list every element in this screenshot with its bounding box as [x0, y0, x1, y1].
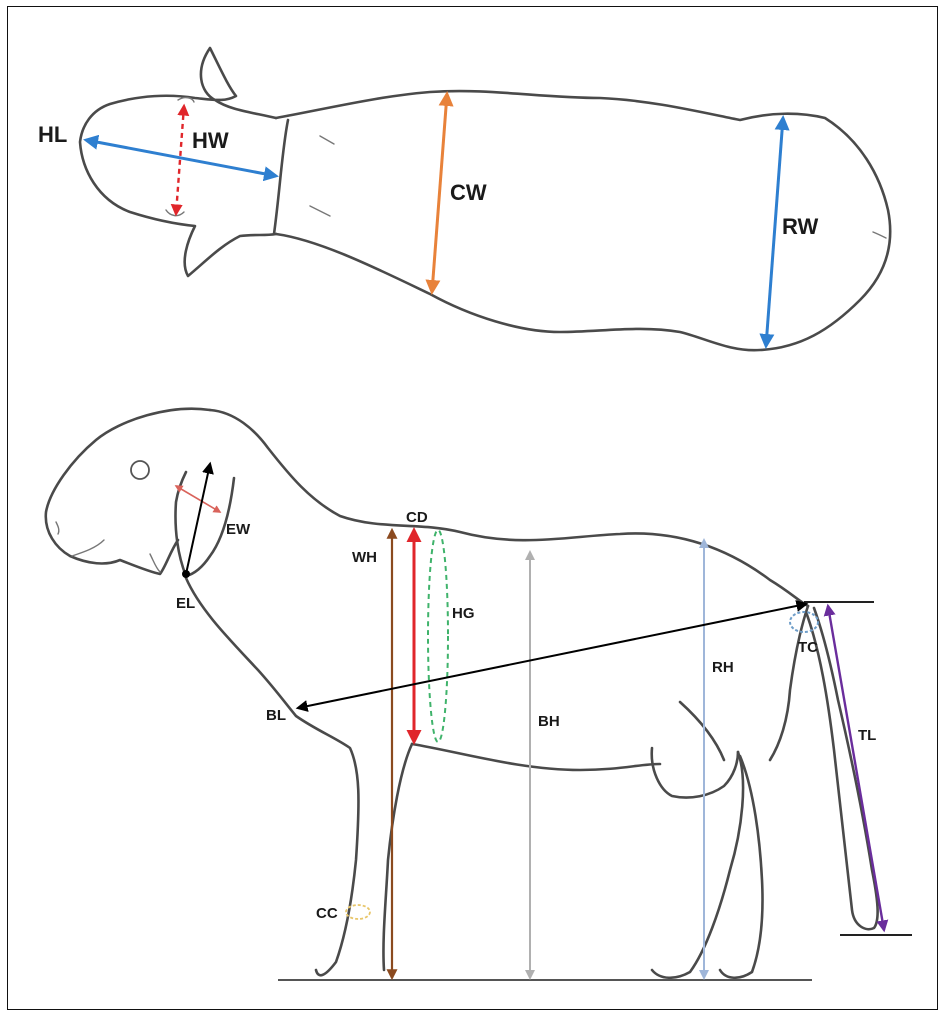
- side-view-mouth: [72, 540, 104, 556]
- label-cc: CC: [316, 905, 338, 922]
- rw-arrow: [766, 118, 783, 346]
- ew-arrow: [176, 486, 220, 512]
- label-rw: RW: [782, 214, 818, 239]
- side-view: EW EL CD WH HG BH RH TC TL BL CC: [46, 409, 912, 980]
- label-tl: TL: [858, 727, 876, 744]
- label-rh: RH: [712, 659, 734, 676]
- top-view-eye-left: [178, 98, 194, 102]
- side-view-hock: [680, 702, 724, 760]
- top-view: HL HW CW RW: [38, 48, 890, 350]
- el-point: [182, 570, 190, 578]
- label-wh: WH: [352, 549, 377, 566]
- side-view-beard: [150, 554, 160, 572]
- side-view-front-leg-back: [383, 744, 412, 970]
- label-bh: BH: [538, 713, 560, 730]
- cw-arrow: [432, 94, 447, 292]
- label-ew: EW: [226, 521, 251, 538]
- side-view-hind-leg: [652, 752, 763, 978]
- side-view-eye: [131, 461, 149, 479]
- side-view-belly-line: [412, 744, 660, 770]
- side-view-rump: [770, 606, 808, 760]
- top-view-head-outline: [80, 48, 276, 276]
- label-hg: HG: [452, 605, 475, 622]
- label-tc: TC: [798, 639, 818, 656]
- label-bl: BL: [266, 707, 286, 724]
- label-hw: HW: [192, 128, 229, 153]
- hw-arrow: [176, 106, 184, 214]
- label-cd: CD: [406, 509, 428, 526]
- side-view-tail: [806, 608, 878, 929]
- side-view-nostril: [56, 522, 59, 534]
- top-view-tail-bump: [873, 232, 886, 238]
- top-view-neck-line: [274, 120, 288, 234]
- label-cw: CW: [450, 180, 487, 205]
- hg-ellipse: [428, 530, 448, 742]
- top-view-shoulder-mark-2: [310, 206, 330, 216]
- side-view-udder: [652, 748, 738, 798]
- label-el: EL: [176, 595, 195, 612]
- side-view-back-line: [210, 410, 808, 606]
- top-view-shoulder-mark-1: [320, 136, 334, 144]
- top-view-eye-right: [166, 210, 184, 216]
- el-arrow: [186, 464, 210, 574]
- label-hl: HL: [38, 122, 67, 147]
- bl-arrow: [298, 604, 806, 708]
